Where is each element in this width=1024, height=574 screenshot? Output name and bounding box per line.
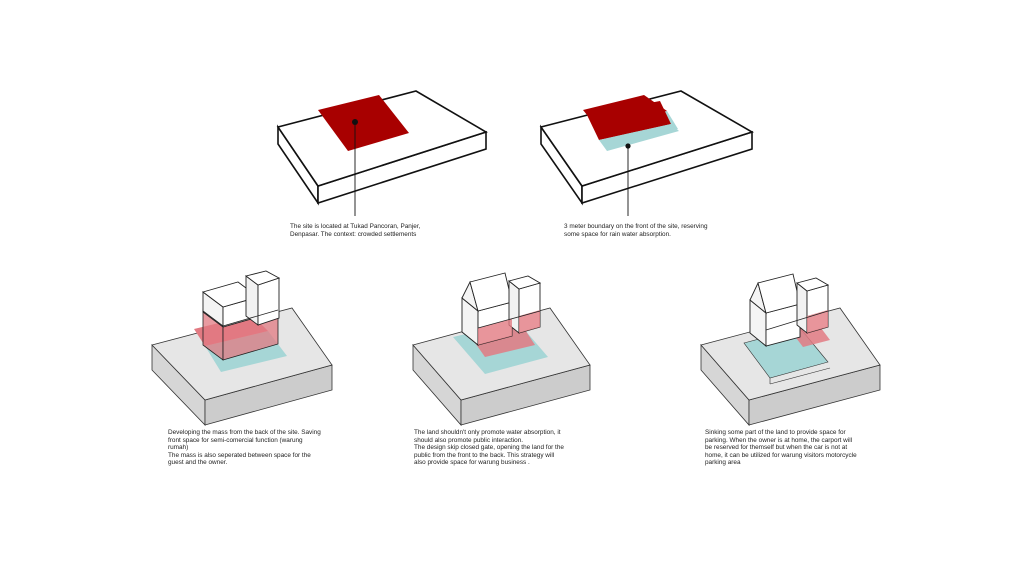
- step2-caption: 3 meter boundary on the front of the sit…: [564, 223, 708, 238]
- step3-caption-line: rumah): [168, 444, 189, 452]
- step1-site-diagram: [276, 90, 488, 216]
- step3-caption-line: guest and the owner.: [168, 459, 228, 467]
- step4-caption-line: public from the front to the back. This …: [414, 451, 555, 459]
- step2-caption-line: some space for rain water absorption.: [564, 230, 671, 238]
- step3-owner-volume-front: [257, 277, 280, 326]
- step4-owner-volume-top: [508, 275, 542, 290]
- step4-caption: The land shouldn't only promote water ab…: [414, 429, 564, 467]
- step4-floor-line: [477, 310, 541, 329]
- step4-caption-line: should also promote public interaction.: [414, 436, 524, 444]
- step4-caption-line: The design skip closed gate, opening the…: [414, 444, 564, 452]
- step4-caption-line: also provide space for warung business .: [414, 459, 530, 467]
- step1-caption-line: Denpasar. The context: crowded settlemen…: [290, 230, 417, 238]
- step4-caption-line: The land shouldn't only promote water ab…: [414, 429, 561, 436]
- step1-caption: The site is located at Tukad Pancoran, P…: [290, 223, 420, 238]
- step3-floor-line: [222, 309, 279, 327]
- step5-caption-line: parking. When the owner is at home, the …: [705, 436, 853, 444]
- step3-caption-line: The mass is also seperated between space…: [168, 451, 311, 459]
- step5-caption-line: be reserved for themself but when the ca…: [705, 444, 848, 452]
- step5-caption-line: parking area: [705, 459, 741, 467]
- step1-caption-line: The site is located at Tukad Pancoran, P…: [290, 223, 421, 230]
- step5-caption-line: Sinking some part of the land to provide…: [705, 429, 846, 436]
- step3-caption-line: Developing the mass from the back of the…: [168, 429, 321, 436]
- step2-boundary-strip: [599, 124, 679, 151]
- step4-owner-ground-red: [519, 310, 540, 333]
- step3-floor-line-left: [202, 310, 224, 327]
- step3-mass-diagram: [151, 270, 333, 426]
- step5-owner-volume-left: [796, 282, 808, 334]
- step5-caption-line: home, it can be utilized for warung visi…: [705, 451, 857, 459]
- step3-caption-line: front space for semi-comercial function …: [168, 436, 303, 444]
- step4-public-land-diagram: [412, 272, 591, 427]
- step3-owner-volume-top: [244, 270, 281, 286]
- step5-floor-line: [765, 310, 829, 331]
- step2-boundary-diagram: [539, 90, 754, 216]
- step3-caption: Developing the mass from the back of the…: [168, 429, 321, 467]
- step5-parking-diagram: [700, 273, 881, 427]
- step5-sunken-edge-front: [769, 367, 831, 385]
- step4-ground-floor-red: [478, 319, 512, 345]
- step2-mass-footprint-lower: [587, 101, 671, 140]
- step1-mass-footprint: [318, 95, 409, 151]
- step5-owner-volume-top: [796, 277, 830, 292]
- step2-caption-line: 3 meter boundary on the front of the sit…: [564, 223, 708, 230]
- step5-caption: Sinking some part of the land to provide…: [705, 429, 857, 467]
